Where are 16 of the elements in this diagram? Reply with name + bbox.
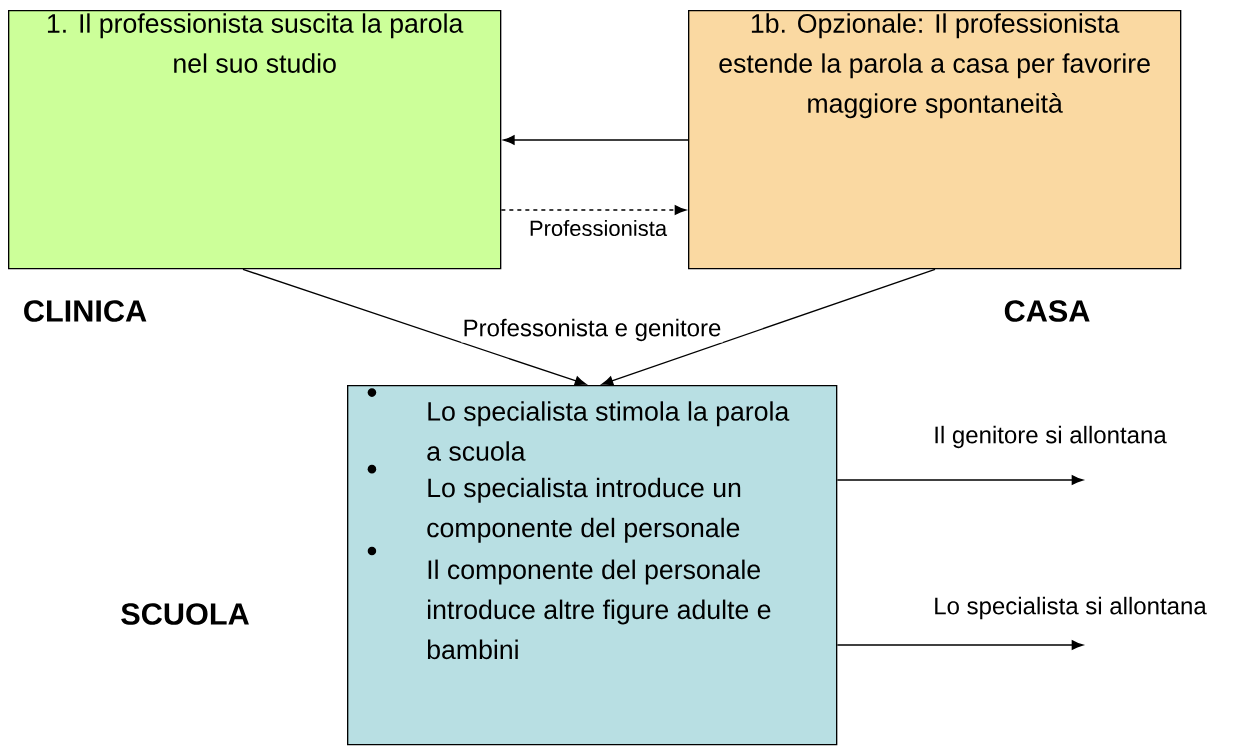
arrow (836, 640, 1084, 650)
section-label: SCUOLA (121, 603, 249, 625)
section-label: CASA (1004, 300, 1090, 322)
edge-label: Il genitore si allontana (931, 424, 1169, 450)
bullet-list-box: Lo specialista stimola la parola a scuola Lo specialista introduce un componente del personale Il componente del personale introduce altre figure adulte e bambini (347, 385, 838, 746)
edge-label: Professonista e genitore (461, 317, 723, 343)
edge-label: Lo specialista si allontana (931, 595, 1209, 621)
arrow (601, 268, 936, 386)
arrow (836, 475, 1084, 485)
section-label: CLINICA (24, 300, 147, 322)
process-box: 1b. Opzionale: Il professionista estende la parola a casa per favorire maggiore spontaneità (688, 10, 1182, 270)
edge-label: Professionista (527, 218, 669, 238)
arrow (500, 205, 687, 215)
arrow (503, 135, 689, 145)
process-box: 1. Il professionista suscita la parola nel suo studio (8, 10, 502, 270)
arrow (242, 268, 587, 386)
